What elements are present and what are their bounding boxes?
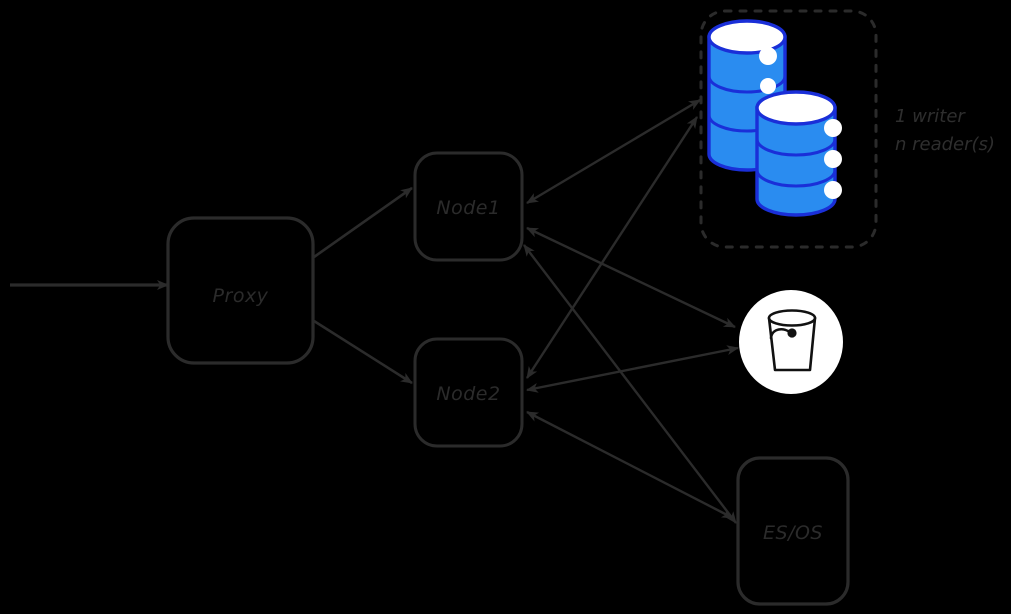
database-cylinder-replica: [755, 90, 842, 217]
cylinder-primary-led-1: [759, 47, 777, 65]
database-annotation-line-2: n reader(s): [895, 134, 995, 155]
edge-proxy-to-node1: [313, 186, 413, 259]
edge-node2-database: [525, 116, 699, 379]
esos-box-shape: [736, 456, 850, 606]
node1-box-shape: [413, 151, 524, 262]
cylinder-replica-top: [755, 90, 837, 126]
cylinder-replica-led-3: [824, 181, 842, 199]
database-group-dashed-border: [699, 9, 878, 249]
cylinder-primary-top: [707, 19, 787, 55]
edge-proxy-to-node2: [313, 319, 413, 385]
cylinder-replica-led-2: [824, 150, 842, 168]
edge-node1-bucket: [526, 226, 736, 329]
cylinder-replica-band-1: [755, 138, 837, 157]
node-esos-label: ES/OS: [763, 522, 823, 544]
node-node2-label: Node2: [436, 383, 500, 405]
node-proxy-label: Proxy: [213, 285, 269, 307]
node-proxy[interactable]: Proxy: [166, 216, 315, 365]
node-esos[interactable]: ES/OS: [736, 456, 850, 606]
proxy-box-shape: [166, 216, 315, 365]
edge-node2-esos: [526, 410, 734, 520]
edge-node2-bucket: [526, 345, 739, 393]
node2-box-shape: [413, 337, 524, 448]
node-node1[interactable]: Node1: [413, 151, 524, 262]
database-annotation: 1 writer n reader(s): [895, 106, 995, 155]
database-annotation-line-1: 1 writer: [895, 106, 966, 127]
object-storage-bucket[interactable]: [739, 290, 843, 394]
database-group[interactable]: [699, 9, 878, 249]
cylinder-primary-band-1: [707, 75, 787, 94]
cylinder-replica-led-1: [824, 119, 842, 137]
bucket-icon: [767, 309, 817, 372]
cylinder-primary-led-2: [760, 78, 776, 94]
node-node1-label: Node1: [436, 197, 500, 219]
node-node2[interactable]: Node2: [413, 337, 524, 448]
cylinder-replica-band-2: [755, 169, 837, 188]
